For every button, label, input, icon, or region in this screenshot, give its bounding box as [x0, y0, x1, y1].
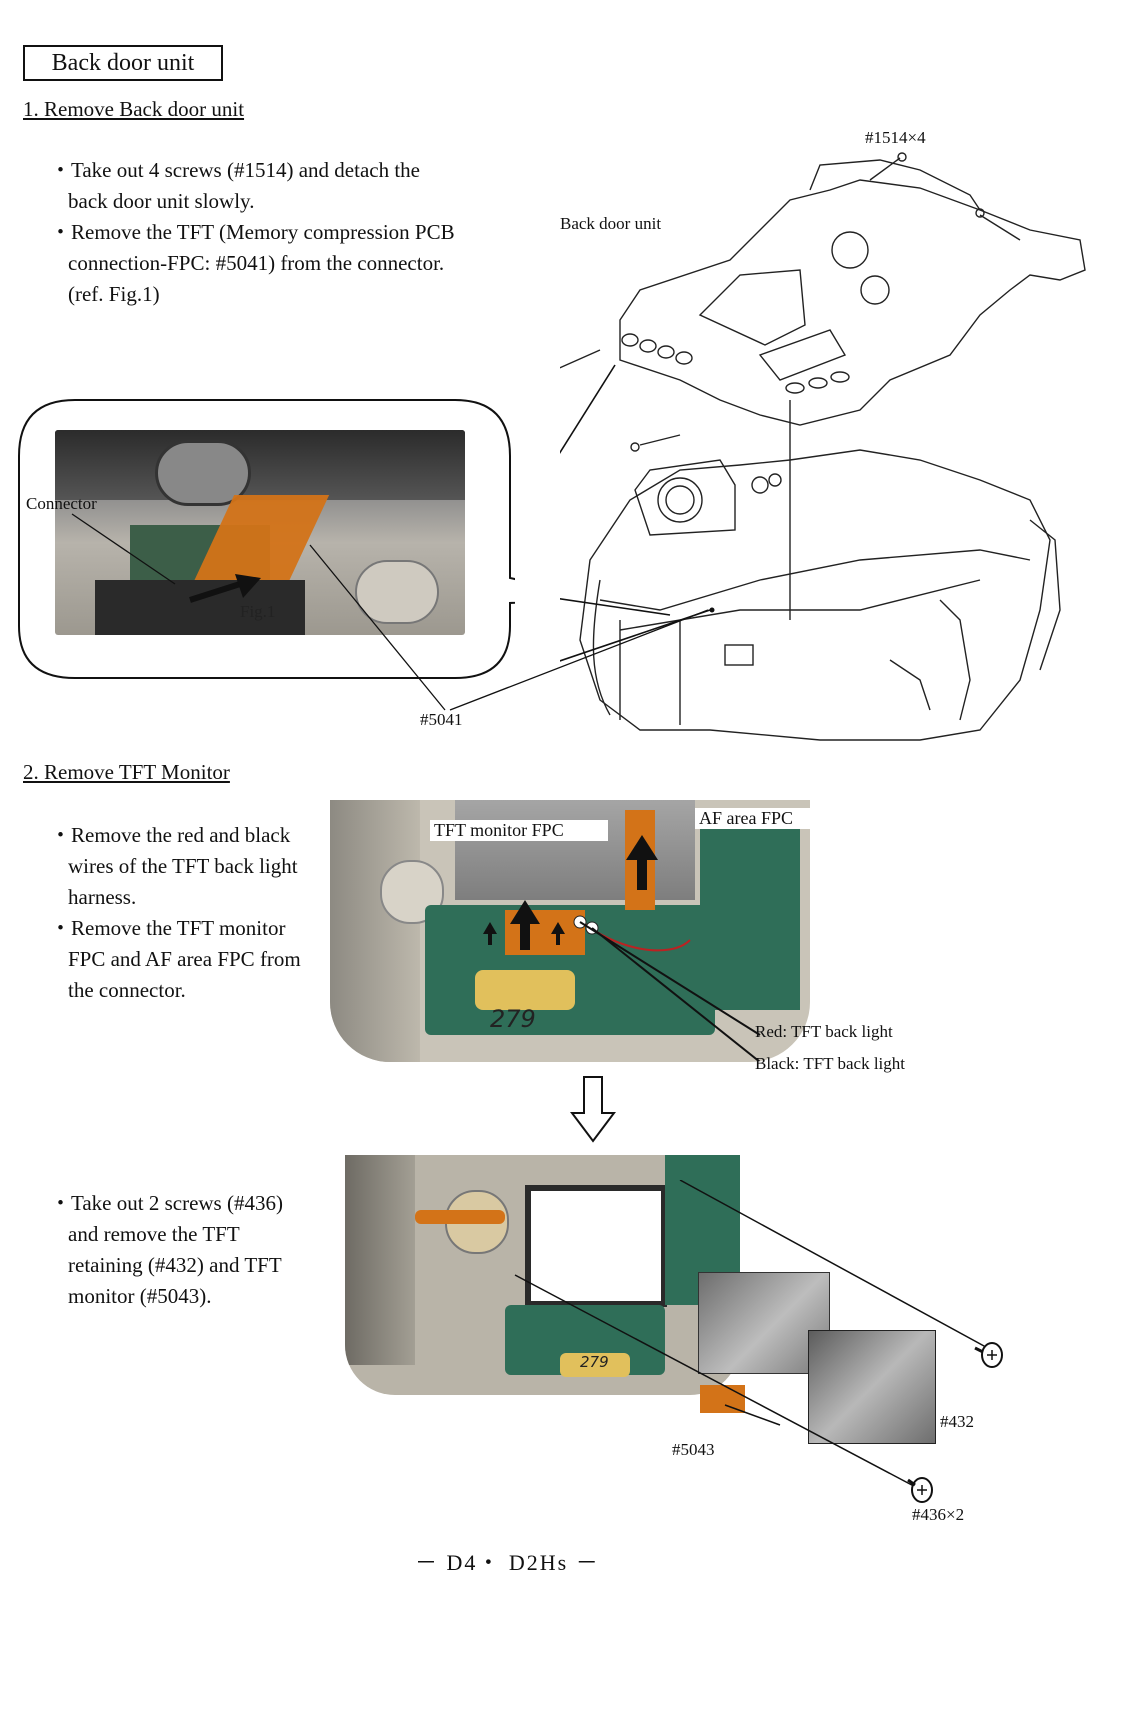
- section1-bullets: ・Take out 4 screws (#1514) and detach th…: [50, 155, 455, 310]
- page-footer: － D4・ D2Hs －: [415, 1550, 600, 1575]
- bullet-2-line-3: (ref. Fig.1): [68, 282, 160, 306]
- door-frame-left-2: [345, 1155, 415, 1365]
- bullet-4-line-3: the connector.: [68, 978, 186, 1002]
- section2-heading: 2. Remove TFT Monitor: [23, 760, 230, 784]
- pcb-side: [700, 810, 800, 1010]
- bullet-5-line-2: and remove the TFT: [68, 1222, 240, 1246]
- af-fpc-label: AF area FPC: [695, 808, 811, 829]
- gold-pad-2: [560, 1353, 630, 1377]
- back-door-panel: [95, 580, 305, 635]
- tft-retaining-432: [808, 1330, 936, 1444]
- red-wire-label: Red: TFT back light: [755, 1022, 893, 1041]
- screw-icon-2: [907, 1477, 933, 1503]
- bullet-5-line-1: ・Take out 2 screws (#436): [50, 1191, 283, 1215]
- flex-cable: [415, 1210, 505, 1224]
- bullet-5: ・Take out 2 screws (#436) and remove the…: [50, 1188, 283, 1312]
- board-mark-279-b: 279: [580, 1353, 609, 1371]
- bullet-3-line-1: ・Remove the red and black: [50, 823, 291, 847]
- bullet-2: ・Remove the TFT (Memory compression PCB …: [50, 217, 455, 310]
- tft-photo: 279: [330, 800, 810, 1062]
- gold-pad: [475, 970, 575, 1010]
- down-arrow-icon: [570, 1076, 616, 1143]
- fig-1-label: Fig.1: [240, 602, 276, 621]
- part-5043-label: #5043: [672, 1440, 715, 1459]
- bullet-4-line-2: FPC and AF area FPC from: [68, 947, 301, 971]
- bullet-1: ・Take out 4 screws (#1514) and detach th…: [50, 155, 455, 217]
- part-5041-label: #5041: [420, 710, 463, 729]
- back-door-unit-label: Back door unit: [560, 214, 662, 233]
- connector-label: Connector: [26, 494, 97, 513]
- bullet-3: ・Remove the red and black wires of the T…: [50, 820, 301, 913]
- section1-heading: 1. Remove Back door unit: [23, 97, 245, 121]
- arrow-icon: [189, 574, 261, 603]
- door-frame-left: [330, 800, 420, 1062]
- board-mark-279: 279: [490, 1005, 536, 1033]
- mount-ring: [355, 560, 439, 624]
- bullet-5-line-4: monitor (#5043).: [68, 1284, 212, 1308]
- tft-fpc-label: TFT monitor FPC: [430, 820, 608, 841]
- inset-photo: Fig.1: [55, 430, 465, 635]
- part-5041-pointers: [309, 544, 709, 711]
- page-title: Back door unit: [23, 45, 223, 81]
- bullet-3-line-2: wires of the TFT back light: [68, 854, 298, 878]
- screws-1514-label: #1514×4: [865, 128, 926, 147]
- bullet-2-line-1: ・Remove the TFT (Memory compression PCB: [50, 220, 455, 244]
- photo3-pointers: [514, 1180, 1003, 1503]
- black-wire-label: Black: TFT back light: [755, 1054, 905, 1073]
- bullet-4: ・Remove the TFT monitor FPC and AF area …: [50, 913, 301, 1006]
- bullet-4-line-1: ・Remove the TFT monitor: [50, 916, 286, 940]
- section2-bullets-a: ・Remove the red and black wires of the T…: [50, 820, 301, 1006]
- connector-pointer: [71, 513, 176, 585]
- tft-window: [525, 1185, 667, 1307]
- part-432-label: #432: [940, 1412, 974, 1431]
- screws-436-label: #436×2: [912, 1505, 965, 1524]
- photo2-arrows: [483, 835, 761, 1062]
- bullet-3-line-3: harness.: [68, 885, 137, 909]
- bullet-1-line-1: ・Take out 4 screws (#1514) and detach th…: [50, 158, 420, 182]
- screw-icon: [974, 1342, 1003, 1368]
- bullet-5-line-3: retaining (#432) and TFT: [68, 1253, 282, 1277]
- bullet-1-line-2: back door unit slowly.: [68, 189, 255, 213]
- camera-body-top: [55, 430, 465, 500]
- bullet-2-line-2: connection-FPC: #5041) from the connecto…: [68, 251, 445, 275]
- tft-monitor-fpc: [700, 1385, 745, 1413]
- tft-shield: [455, 800, 695, 900]
- exploded-diagram: [560, 152, 1086, 741]
- section2-bullets-b: ・Take out 2 screws (#436) and remove the…: [50, 1188, 283, 1312]
